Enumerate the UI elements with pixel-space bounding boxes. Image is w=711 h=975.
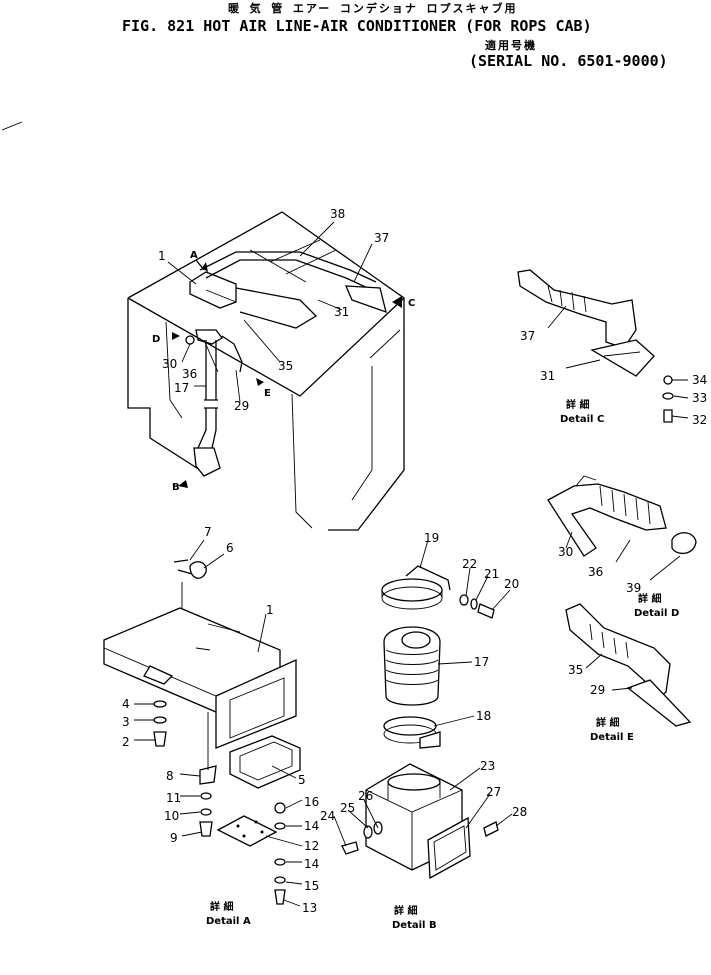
detail-e-label: Detail E — [590, 732, 634, 743]
callout-39: 39 — [626, 581, 641, 595]
view-mark-c: C — [408, 298, 415, 309]
detail-e — [565, 603, 692, 727]
callout-25: 25 — [340, 801, 355, 815]
callout-14-b: 14 — [304, 857, 319, 871]
callout-21: 21 — [484, 567, 499, 581]
callout-33: 33 — [692, 391, 707, 405]
serial-range: (SERIAL NO. 6501-9000) — [469, 52, 668, 70]
callout-9: 9 — [170, 831, 178, 845]
detail-d-label: Detail D — [634, 608, 679, 619]
callout-29-e: 29 — [590, 683, 605, 697]
callout-19: 19 — [424, 531, 439, 545]
view-mark-a: A — [190, 250, 198, 261]
detail-e-jp: 詳 細 — [596, 716, 619, 729]
detail-a — [103, 539, 303, 907]
callout-22: 22 — [462, 557, 477, 571]
cab-overview: A C D E B — [127, 211, 415, 531]
callout-3: 3 — [122, 715, 130, 729]
detail-d-jp: 詳 細 — [638, 592, 661, 605]
callout-30: 30 — [162, 357, 177, 371]
callout-14: 14 — [304, 819, 319, 833]
callout-36-d: 36 — [588, 565, 603, 579]
callout-13: 13 — [302, 901, 317, 915]
detail-c-label: Detail C — [560, 414, 604, 425]
callout-26: 26 — [358, 789, 373, 803]
callout-4: 4 — [122, 697, 130, 711]
callout-34: 34 — [692, 373, 707, 387]
callout-8: 8 — [166, 769, 174, 783]
callout-28: 28 — [512, 805, 527, 819]
detail-d — [547, 475, 697, 581]
detail-a-jp: 詳 細 — [210, 900, 233, 913]
callout-15: 15 — [304, 879, 319, 893]
callout-7: 7 — [204, 525, 212, 539]
callouts: 1 38 37 31 30 36 35 17 29 37 31 34 33 32… — [122, 207, 707, 915]
detail-c — [517, 269, 689, 423]
detail-c-jp: 詳 細 — [566, 398, 589, 411]
detail-b-jp: 詳 細 — [394, 904, 417, 917]
callout-29: 29 — [234, 399, 249, 413]
callout-11: 11 — [166, 791, 181, 805]
callout-38: 38 — [330, 207, 345, 221]
view-mark-d: D — [152, 334, 160, 345]
callout-31: 31 — [334, 305, 349, 319]
callout-32: 32 — [692, 413, 707, 427]
callout-30-d: 30 — [558, 545, 573, 559]
callout-16: 16 — [304, 795, 319, 809]
callout-2: 2 — [122, 735, 130, 749]
detail-b — [333, 539, 513, 880]
japanese-title: 暖 気 管 エアー コンデショナ ロプスキャブ用 — [228, 2, 518, 15]
callout-37: 37 — [374, 231, 389, 245]
callout-5: 5 — [298, 773, 306, 787]
callout-31-c: 31 — [540, 369, 555, 383]
callout-35: 35 — [278, 359, 293, 373]
detail-a-label: Detail A — [206, 916, 251, 927]
callout-36: 36 — [182, 367, 197, 381]
callout-6: 6 — [226, 541, 234, 555]
callout-35-e: 35 — [568, 663, 583, 677]
callout-24: 24 — [320, 809, 335, 823]
callout-23: 23 — [480, 759, 495, 773]
callout-10: 10 — [164, 809, 179, 823]
view-mark-e: E — [264, 388, 271, 399]
callout-20: 20 — [504, 577, 519, 591]
callout-27: 27 — [486, 785, 501, 799]
figure-title: FIG. 821 HOT AIR LINE-AIR CONDITIONER (F… — [122, 17, 592, 35]
callout-17: 17 — [174, 381, 189, 395]
callout-18: 18 — [476, 709, 491, 723]
japanese-serial-label: 適用号機 — [485, 39, 537, 52]
callout-17-b: 17 — [474, 655, 489, 669]
callout-1-a: 1 — [266, 603, 274, 617]
stray-mark — [1, 121, 23, 131]
view-mark-b: B — [172, 482, 180, 493]
callout-1: 1 — [158, 249, 166, 263]
callout-37-c: 37 — [520, 329, 535, 343]
callout-12: 12 — [304, 839, 319, 853]
detail-labels: 詳 細 Detail C 詳 細 Detail D 詳 細 Detail E 詳… — [206, 398, 679, 931]
detail-b-label: Detail B — [392, 920, 437, 931]
